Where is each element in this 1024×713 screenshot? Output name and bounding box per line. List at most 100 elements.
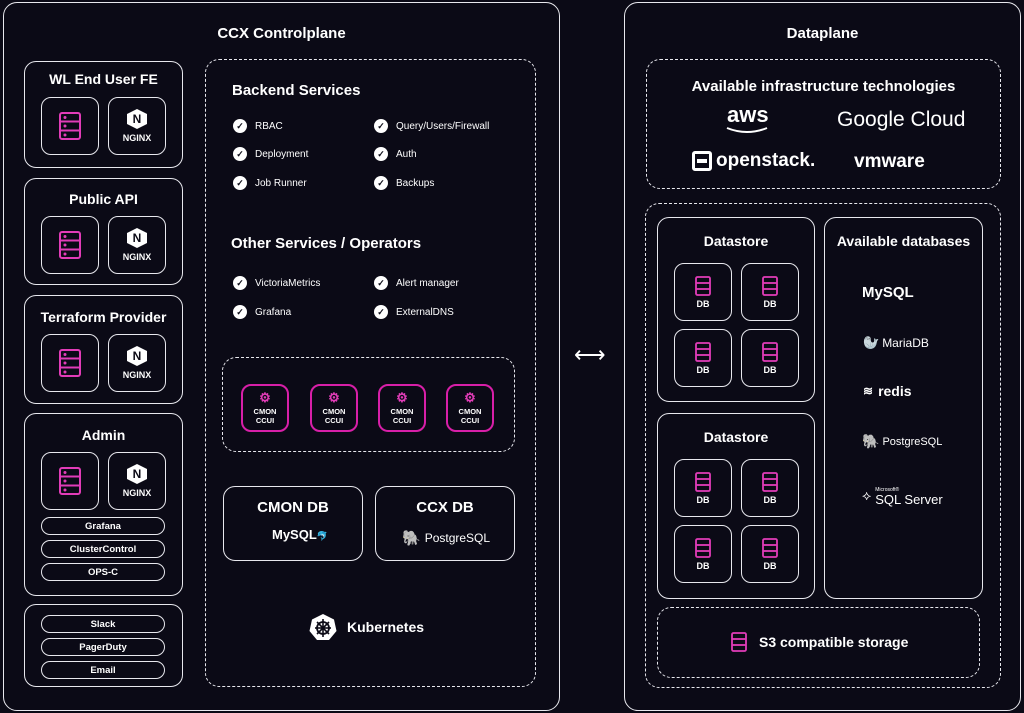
- server-card: [41, 452, 99, 510]
- kubernetes-label-row: Kubernetes: [309, 613, 424, 641]
- kubernetes-icon: [309, 614, 337, 640]
- service-item: ✓VictoriaMetrics: [233, 276, 320, 290]
- datastore-box: Datastore DB DB DB DB: [657, 217, 815, 402]
- check-icon: ✓: [233, 147, 247, 161]
- db-card: DB: [674, 459, 732, 517]
- nginx-label: NGINX: [122, 133, 152, 143]
- vmware-logo-icon: vmware: [854, 151, 925, 172]
- db-card: DB: [674, 525, 732, 583]
- dataplane-title: Dataplane: [786, 25, 859, 42]
- server-icon: [695, 275, 711, 296]
- group-title: WL End User FE: [49, 71, 158, 87]
- nginx-icon: N: [127, 464, 147, 484]
- kubernetes-label: Kubernetes: [347, 619, 425, 635]
- server-icon: [762, 471, 778, 492]
- s3-storage-area: S3 compatible storage: [657, 607, 980, 678]
- check-icon: ✓: [374, 305, 388, 319]
- nginx-icon: N: [127, 346, 147, 366]
- group-wl-end-user-fe: WL End User FE N NGINX: [24, 61, 183, 168]
- postgresql-logo-icon: 🐘PostgreSQL: [862, 433, 943, 449]
- check-icon: ✓: [233, 276, 247, 290]
- aws-logo-icon: aws: [726, 104, 769, 133]
- nginx-icon: N: [127, 109, 147, 129]
- mysql-logo-icon: MySQL: [862, 284, 914, 301]
- check-icon: ✓: [374, 176, 388, 190]
- service-item: ✓Auth: [374, 147, 417, 161]
- infrastructure-title: Available infrastructure technologies: [691, 78, 956, 95]
- dataplane-panel: Dataplane: [624, 2, 1021, 711]
- redis-logo-icon: ≋redis: [863, 383, 912, 399]
- bidirectional-arrow-icon: ⟷: [574, 342, 606, 367]
- service-item: ✓Deployment: [233, 147, 308, 161]
- group-title: Admin: [81, 427, 126, 443]
- nginx-card: N NGINX: [108, 216, 166, 274]
- nginx-label: NGINX: [122, 370, 152, 380]
- available-databases-box: Available databases MySQL 🦭MariaDB ≋redi…: [824, 217, 983, 599]
- db-card: DB: [741, 329, 799, 387]
- other-services-title: Other Services / Operators: [231, 235, 422, 252]
- gear-icon: ⚙: [396, 390, 408, 405]
- server-icon: [695, 471, 711, 492]
- server-icon: [59, 231, 81, 259]
- gear-icon: ⚙: [259, 390, 271, 405]
- kubernetes-cluster-area: Backend Services ✓RBAC ✓Query/Users/Fire…: [205, 59, 536, 687]
- dataplane-workload-area: Datastore DB DB DB DB Datastore DB DB DB…: [645, 203, 1001, 688]
- group-terraform-provider: Terraform Provider N NGINX: [24, 295, 183, 404]
- notify-item-pagerduty: PagerDuty: [41, 638, 165, 656]
- db-card: DB: [741, 459, 799, 517]
- gear-icon: ⚙: [328, 390, 340, 405]
- controlplane-panel: CCX Controlplane: [3, 2, 560, 711]
- available-databases-title: Available databases: [836, 233, 971, 249]
- google-cloud-logo-icon: Google Cloud: [837, 108, 966, 131]
- admin-item-grafana: Grafana: [41, 517, 165, 535]
- server-icon: [59, 467, 81, 495]
- postgresql-logo-icon: 🐘PostgreSQL: [402, 530, 491, 547]
- group-public-api: Public API N NGINX: [24, 178, 183, 285]
- cmon-db-title: CMON DB: [257, 499, 329, 516]
- admin-item-ops-c: OPS-C: [41, 563, 165, 581]
- s3-storage-row: S3 compatible storage: [731, 632, 908, 652]
- service-item: ✓Backups: [374, 176, 434, 190]
- check-icon: ✓: [374, 147, 388, 161]
- openstack-logo-icon: openstack.: [692, 150, 815, 172]
- admin-item-clustercontrol: ClusterControl: [41, 540, 165, 558]
- server-icon: [59, 112, 81, 140]
- nginx-card: N NGINX: [108, 334, 166, 392]
- nginx-label: NGINX: [122, 488, 152, 498]
- check-icon: ✓: [374, 119, 388, 133]
- group-title: Terraform Provider: [40, 309, 167, 325]
- nginx-label: NGINX: [122, 252, 152, 262]
- server-icon: [695, 537, 711, 558]
- server-card: [41, 216, 99, 274]
- server-icon: [762, 341, 778, 362]
- check-icon: ✓: [374, 276, 388, 290]
- datastore-box: Datastore DB DB DB DB: [657, 413, 815, 599]
- server-icon: [59, 349, 81, 377]
- group-title: Public API: [69, 191, 138, 207]
- server-icon: [762, 275, 778, 296]
- group-admin: Admin N NGINX Grafana ClusterControl OPS…: [24, 413, 183, 596]
- check-icon: ✓: [233, 119, 247, 133]
- nginx-icon: N: [127, 228, 147, 248]
- gear-icon: ⚙: [464, 390, 476, 405]
- db-card: DB: [741, 525, 799, 583]
- service-item: ✓Alert manager: [374, 276, 459, 290]
- backend-services-title: Backend Services: [232, 82, 361, 99]
- server-card: [41, 334, 99, 392]
- mariadb-logo-icon: 🦭MariaDB: [863, 335, 929, 350]
- cmon-db-box: CMON DB MySQL🐬: [223, 486, 363, 561]
- s3-storage-label: S3 compatible storage: [759, 634, 909, 650]
- server-icon: [762, 537, 778, 558]
- ccx-db-box: CCX DB 🐘PostgreSQL: [375, 486, 515, 561]
- notify-item-email: Email: [41, 661, 165, 679]
- db-card: DB: [741, 263, 799, 321]
- service-item: ✓ExternalDNS: [374, 305, 454, 319]
- mysql-logo-icon: MySQL🐬: [272, 527, 329, 542]
- sql-server-logo-icon: ⟡ Microsoft® SQL Server: [862, 486, 943, 507]
- check-icon: ✓: [233, 176, 247, 190]
